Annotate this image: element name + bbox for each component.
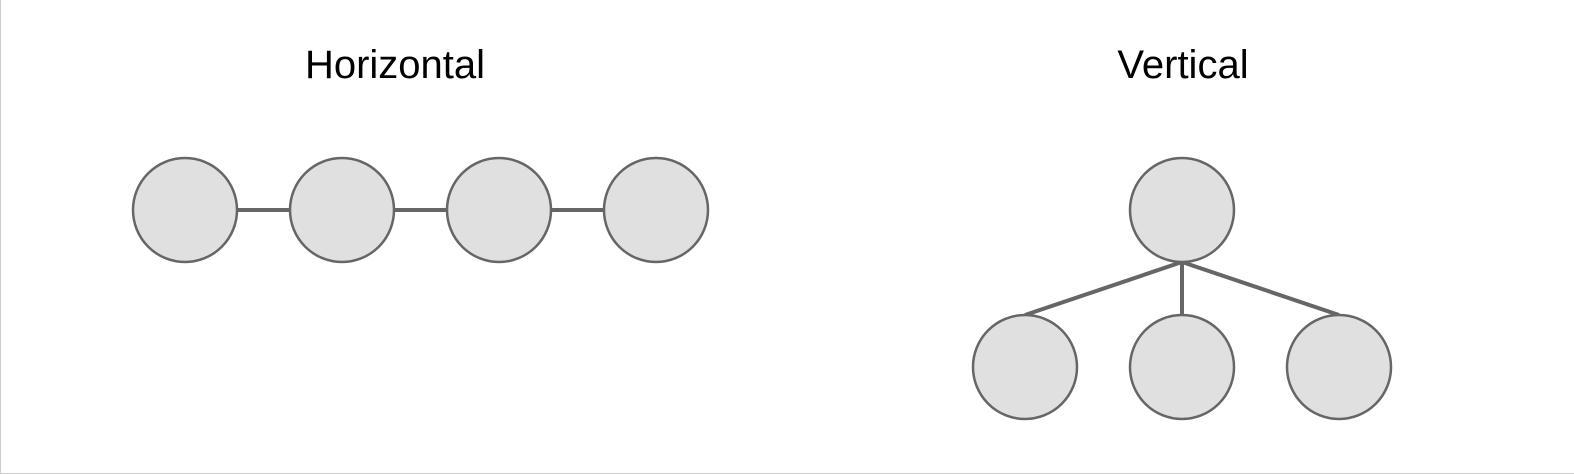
vertical-connector [1181, 260, 1340, 317]
horizontal-node [602, 156, 710, 264]
vertical-child-node [1285, 313, 1393, 421]
horizontal-node [131, 156, 239, 264]
horizontal-chain [131, 156, 710, 264]
vertical-connector [1024, 260, 1183, 317]
vertical-tree [971, 156, 1393, 421]
vertical-child-node [1128, 313, 1236, 421]
vertical-child-node [971, 313, 1079, 421]
horizontal-node [288, 156, 396, 264]
vertical-layout-title: Vertical [1117, 43, 1249, 87]
horizontal-layout-title: Horizontal [304, 43, 486, 87]
vertical-root-node [1128, 156, 1236, 264]
horizontal-node [445, 156, 553, 264]
